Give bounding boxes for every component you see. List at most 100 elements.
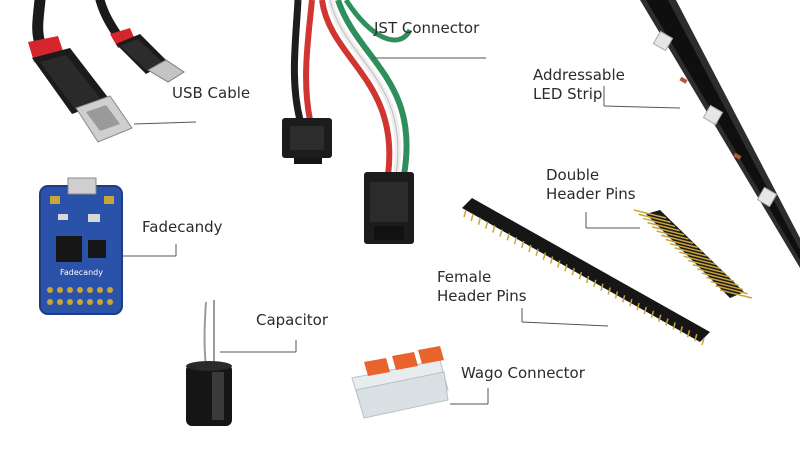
header-pin — [621, 295, 626, 303]
header-pin — [643, 306, 648, 315]
header-pin — [578, 271, 583, 280]
header-pin — [686, 246, 703, 253]
mini-usb-plug — [147, 59, 185, 83]
header-pin — [520, 240, 525, 249]
wago-lever — [418, 346, 444, 364]
header-pin — [549, 256, 554, 264]
label-female-header-pins: Female Header Pins — [437, 268, 527, 306]
header-pin — [650, 310, 655, 319]
header-pin — [726, 284, 744, 291]
header-pin — [647, 221, 664, 228]
header-pin — [713, 272, 730, 278]
fadecandy-board — [39, 177, 177, 315]
header-pin — [484, 221, 489, 229]
header-pin — [636, 302, 640, 311]
header-pin — [690, 251, 707, 257]
label-fadecandy: Fadecandy — [142, 218, 223, 236]
header-pin — [651, 226, 669, 232]
capacitor-body — [186, 364, 232, 426]
label-led-strip: Addressable LED Strip — [533, 66, 625, 104]
label-female-header-line1: Female — [437, 268, 492, 286]
wago-connector — [351, 346, 489, 419]
header-pin — [506, 233, 510, 241]
header-pin — [614, 291, 619, 299]
header-pin — [665, 238, 682, 245]
header-pin — [564, 264, 568, 272]
header-pin — [688, 259, 705, 266]
header-pin — [477, 217, 482, 225]
label-led-strip-line2: LED Strip — [533, 85, 603, 103]
wago-lever — [392, 352, 418, 370]
header-pin — [492, 225, 496, 233]
header-pin — [585, 275, 590, 284]
label-double-header-line2: Header Pins — [546, 185, 636, 203]
label-wago-connector: Wago Connector — [461, 364, 585, 382]
header-pin — [699, 259, 716, 266]
header-pin — [638, 213, 655, 219]
header-pin — [681, 242, 698, 249]
capacitor-lead — [203, 301, 207, 367]
header-pin — [706, 276, 723, 283]
label-usb-cable: USB Cable — [172, 84, 251, 102]
jst-connector — [282, 0, 486, 244]
header-pin — [629, 299, 633, 307]
label-led-strip-line1: Addressable — [533, 66, 625, 84]
fadecandy-usb-port — [67, 177, 97, 195]
usb-cable-leader — [133, 121, 197, 125]
led-chip — [756, 186, 778, 208]
header-pin — [704, 263, 721, 270]
female-header-body — [462, 198, 710, 342]
header-pin — [557, 260, 561, 268]
header-pin — [607, 287, 611, 295]
header-pin — [658, 314, 662, 322]
female-header-pin-legs — [463, 209, 705, 346]
header-pin — [672, 234, 689, 240]
header-pin — [649, 213, 667, 219]
header-pin — [656, 230, 673, 236]
led-strip-leader — [603, 105, 681, 109]
header-pin — [697, 268, 714, 274]
header-pin — [717, 276, 735, 282]
header-pin — [513, 236, 518, 245]
header-pin — [679, 326, 684, 334]
header-pin — [676, 238, 694, 244]
label-double-header-pins: Double Header Pins — [546, 166, 636, 204]
header-pin — [674, 247, 691, 253]
header-pin — [535, 248, 539, 256]
double-header-pin-legs — [633, 209, 753, 299]
capacitor — [186, 300, 297, 426]
led-chip — [652, 30, 674, 52]
header-pin — [694, 333, 698, 342]
board-silkscreen-text: Fadecandy — [60, 268, 103, 277]
led-strip — [603, 0, 800, 268]
double-header-pins — [585, 209, 753, 299]
header-pin — [695, 255, 712, 261]
header-pin — [528, 244, 532, 253]
header-pin — [593, 279, 597, 288]
header-pin — [470, 213, 474, 222]
header-pin — [708, 268, 726, 274]
header-pin — [658, 221, 676, 228]
header-pin — [722, 280, 739, 287]
header-pin — [463, 209, 467, 218]
header-pin — [683, 255, 700, 262]
header-pin — [654, 217, 671, 223]
led-chip — [702, 104, 724, 126]
header-pin — [670, 242, 687, 249]
header-pin — [663, 225, 680, 232]
wago-lever — [364, 358, 390, 376]
label-jst-connector: JST Connector — [374, 19, 480, 37]
header-pin — [731, 289, 748, 295]
header-pin — [667, 230, 685, 236]
header-pin — [701, 272, 719, 278]
header-pin — [701, 337, 705, 346]
header-pin — [499, 229, 503, 237]
female-header-leader — [521, 321, 609, 327]
female-header-pins — [462, 198, 710, 346]
header-pin — [642, 217, 660, 224]
usb-cable — [28, 0, 197, 143]
header-pin — [719, 289, 737, 295]
header-pin — [715, 285, 732, 291]
